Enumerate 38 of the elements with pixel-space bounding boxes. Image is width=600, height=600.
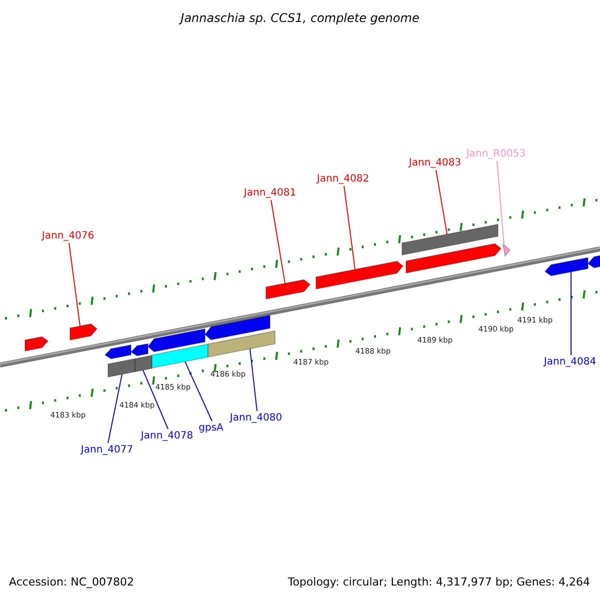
gene-block xyxy=(130,343,148,356)
gene-block xyxy=(406,243,502,274)
gene-block xyxy=(70,323,98,341)
leader-line xyxy=(250,348,258,412)
feature-bar xyxy=(402,224,498,256)
leader-line xyxy=(142,370,168,430)
gene-label: Jann_4078 xyxy=(140,430,194,442)
gene-label: Jann_4082 xyxy=(316,174,370,184)
gene-label: gpsA xyxy=(198,422,224,434)
gene-label: Jann_4076 xyxy=(42,230,94,242)
feature-bar xyxy=(134,354,152,372)
leader-line xyxy=(496,160,504,246)
feature-bar xyxy=(152,344,208,369)
gene-block xyxy=(104,344,132,360)
gene-label: Jann_4081 xyxy=(244,188,296,198)
gene-label: Jann_R0053 xyxy=(466,148,526,160)
leader-line xyxy=(344,186,356,270)
leader-line xyxy=(68,242,80,327)
footer-text: Accession: NC_007802 xyxy=(9,576,134,588)
gene-block xyxy=(204,314,270,340)
feature-bar xyxy=(208,330,276,358)
leader-line xyxy=(570,271,572,356)
gene-block xyxy=(147,328,206,352)
gene-block xyxy=(266,279,311,300)
gene-block xyxy=(587,254,600,268)
gene-label: Jann_4084 xyxy=(544,356,596,368)
title: Jannaschia sp. CCS1, complete genome xyxy=(180,11,420,25)
leader-line xyxy=(270,200,286,284)
gene-label: Jann_4080 xyxy=(230,412,282,424)
gene-label: Jann_4083 xyxy=(408,158,462,168)
leader-line xyxy=(436,170,448,235)
leader-line xyxy=(108,374,122,444)
feature-bar xyxy=(108,358,136,378)
footer-text: Topology: circular; Length: 4,317,977 bp; Genes: 4,264 xyxy=(288,576,590,588)
gene-block xyxy=(316,260,404,290)
gene-label: Jann_4077 xyxy=(80,444,134,456)
leader-line xyxy=(184,361,212,422)
gene-block xyxy=(24,336,49,352)
